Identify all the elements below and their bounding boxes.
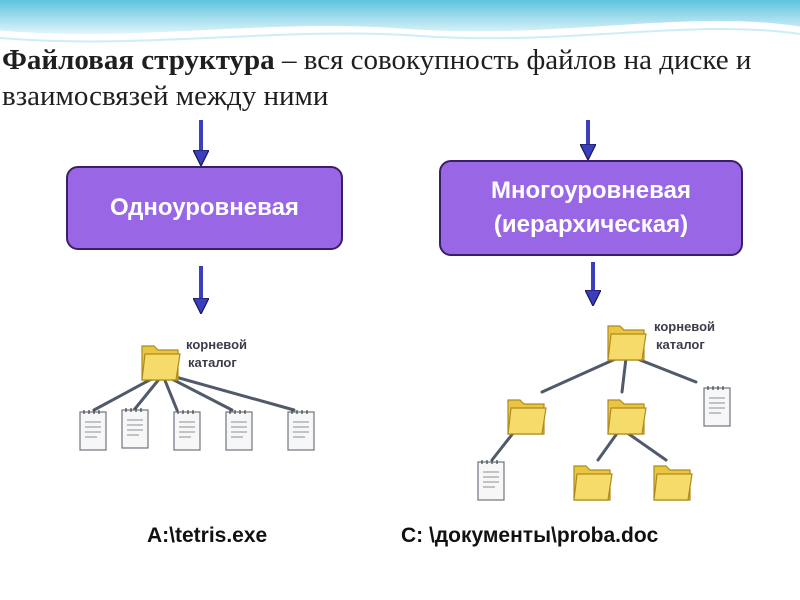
multi-level-label-line2: (иерархическая) <box>493 211 689 238</box>
file-icon <box>79 410 107 451</box>
folder-icon <box>141 345 181 381</box>
multi-tree-lines <box>490 354 698 462</box>
single-level-box: Одноуровневая <box>66 166 343 250</box>
wave-background <box>0 0 800 43</box>
single-level-path-example: A:\tetris.exe <box>147 524 268 547</box>
multi-level-box: Многоуровневая (иерархическая) <box>439 160 743 256</box>
file-icon <box>477 460 505 501</box>
file-icon <box>287 410 315 451</box>
folder-icon <box>607 325 647 361</box>
multi-level-path-example: C: \документы\proba.doc <box>401 524 659 547</box>
single-root-label-line2: каталог <box>188 355 237 370</box>
file-icon <box>703 386 731 427</box>
folder-icon <box>507 399 547 435</box>
single-root-label-line1: корневой <box>186 337 247 352</box>
folder-icon <box>653 465 693 501</box>
multi-level-tree: корневой каталог <box>477 319 731 501</box>
file-icon <box>121 408 149 449</box>
title-rest: – вся совокупность файлов на диске и вза… <box>2 44 752 112</box>
slide-title: Файловая структура – вся совокупность фа… <box>2 42 798 114</box>
title-bold: Файловая структура <box>2 44 275 76</box>
single-level-label: Одноуровневая <box>110 194 299 221</box>
multi-root-label-line1: корневой <box>654 319 715 334</box>
multi-root-label-line2: каталог <box>656 337 705 352</box>
multi-level-label-line1: Многоуровневая <box>491 177 691 204</box>
folder-icon <box>607 399 647 435</box>
file-icon <box>225 410 253 451</box>
file-icon <box>173 410 201 451</box>
folder-icon <box>573 465 613 501</box>
single-tree-lines <box>92 374 296 412</box>
single-level-tree: корневой каталог <box>79 337 315 451</box>
